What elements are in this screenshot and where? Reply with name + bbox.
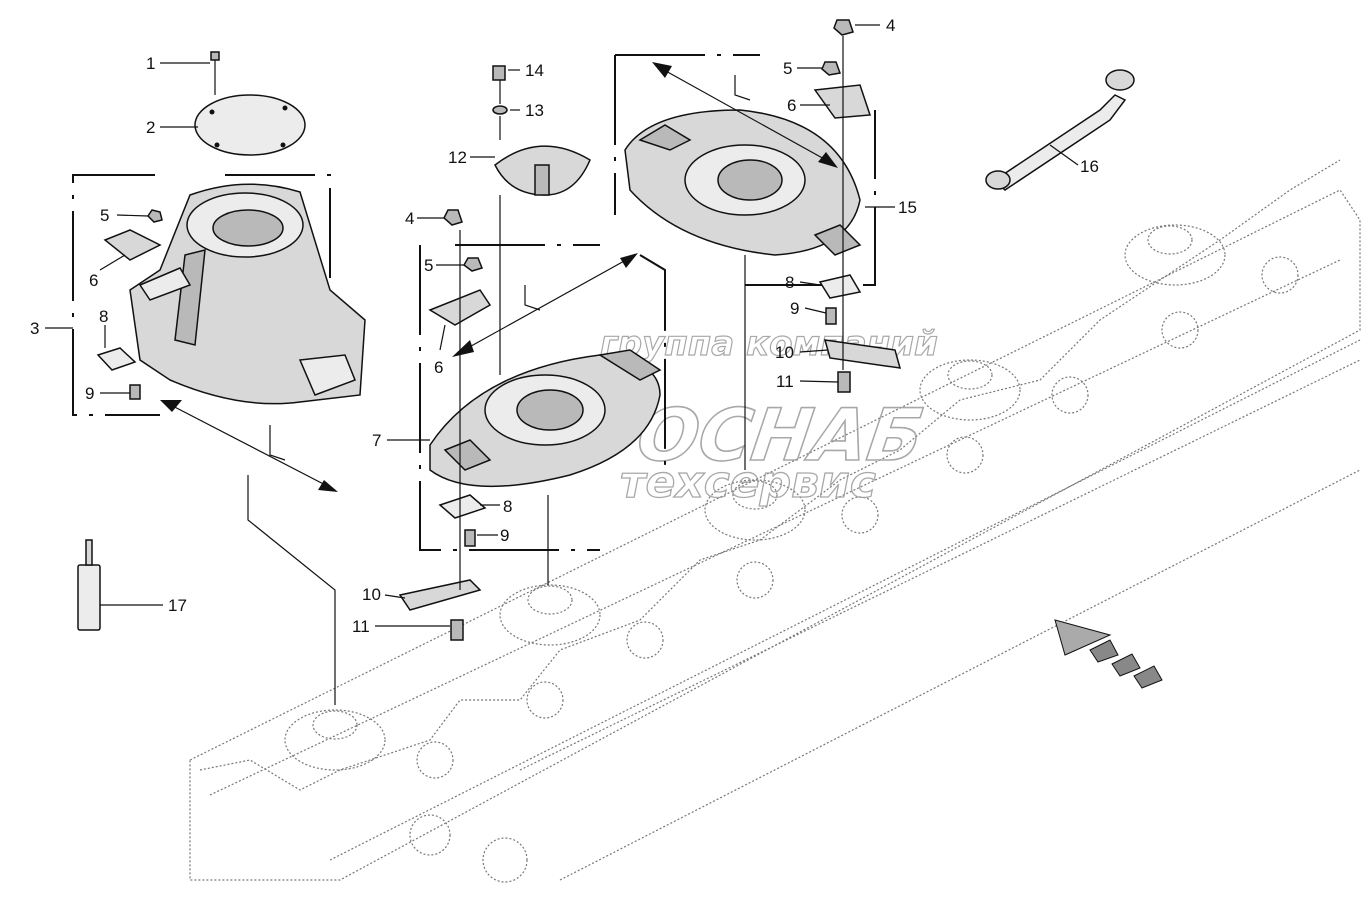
cutter-disc-right bbox=[624, 109, 862, 256]
callout-1: 1 bbox=[146, 54, 155, 73]
callout-8: 8 bbox=[99, 307, 108, 326]
cutter-disc-hub-5 bbox=[1124, 224, 1226, 286]
callout-7: 7 bbox=[372, 431, 381, 450]
callout-4: 4 bbox=[886, 16, 895, 35]
cutter-disc-hub-2 bbox=[499, 584, 601, 646]
dimension-arrow-center bbox=[452, 253, 638, 357]
callout-16: 16 bbox=[1080, 157, 1099, 176]
nut bbox=[443, 209, 463, 226]
group-frame-left bbox=[72, 174, 160, 416]
cutter-blade bbox=[398, 579, 482, 611]
nut bbox=[463, 257, 484, 272]
screw bbox=[210, 51, 220, 75]
bolt bbox=[464, 529, 476, 547]
callout-6: 6 bbox=[787, 96, 796, 115]
nut bbox=[821, 61, 842, 76]
callout-6: 6 bbox=[89, 271, 98, 290]
dimension-arrow-left: L bbox=[160, 400, 338, 492]
group-frame-center bbox=[419, 245, 600, 551]
tool-pin bbox=[77, 539, 101, 631]
shim-plate bbox=[96, 347, 137, 371]
callout-10: 10 bbox=[775, 343, 794, 362]
nut bbox=[147, 209, 163, 223]
callout-14: 14 bbox=[525, 61, 544, 80]
callout-5: 5 bbox=[783, 59, 792, 78]
cutter-disc-hub-4 bbox=[919, 359, 1021, 421]
blade-holder bbox=[103, 229, 162, 261]
bearing-rings bbox=[409, 256, 1299, 883]
hex-bolt bbox=[492, 65, 506, 81]
cutter-disc-hub-3 bbox=[704, 479, 806, 541]
callout-12: 12 bbox=[448, 148, 467, 167]
cutter-disc-center bbox=[429, 349, 662, 488]
callout-5: 5 bbox=[424, 256, 433, 275]
blade-bolt bbox=[450, 619, 464, 641]
callout-9: 9 bbox=[790, 299, 799, 318]
cutter-bar-assembly bbox=[189, 159, 1361, 883]
callout-11: 11 bbox=[352, 617, 370, 636]
callout-3: 3 bbox=[30, 319, 39, 338]
blade-bolt bbox=[837, 371, 851, 393]
shim-plate bbox=[818, 274, 862, 299]
cutter-disc-hub-1 bbox=[284, 709, 386, 771]
bolt bbox=[129, 384, 141, 400]
callout-2: 2 bbox=[146, 118, 155, 137]
callout-13: 13 bbox=[525, 101, 544, 120]
cover-plate bbox=[194, 94, 306, 156]
callout-15: 15 bbox=[898, 198, 917, 217]
callout-8: 8 bbox=[503, 497, 512, 516]
shim-plate bbox=[438, 494, 487, 519]
callout-10: 10 bbox=[362, 585, 381, 604]
callout-9: 9 bbox=[500, 526, 509, 545]
callout-4: 4 bbox=[405, 209, 414, 228]
callout-9: 9 bbox=[85, 384, 94, 403]
drum-cone bbox=[129, 183, 366, 405]
callout-17: 17 bbox=[168, 596, 187, 615]
cutter-blade bbox=[823, 339, 902, 369]
bolt bbox=[825, 307, 837, 325]
callout-11: 11 bbox=[776, 372, 794, 391]
ring-wrench bbox=[985, 69, 1135, 191]
direction-arrow bbox=[1054, 619, 1163, 689]
callout-leaders bbox=[45, 24, 1079, 627]
watermark-line3: техсервис bbox=[620, 457, 876, 508]
callout-8: 8 bbox=[785, 273, 794, 292]
nut bbox=[833, 19, 854, 36]
dimension-arrow-right bbox=[652, 62, 838, 168]
callout-5: 5 bbox=[100, 206, 109, 225]
callout-labels: 1 2 3 5 6 8 9 4 5 6 7 8 9 10 11 12 13 14… bbox=[30, 16, 1099, 636]
washer bbox=[492, 105, 508, 115]
hub-cap bbox=[494, 145, 591, 196]
callout-6: 6 bbox=[434, 358, 443, 377]
